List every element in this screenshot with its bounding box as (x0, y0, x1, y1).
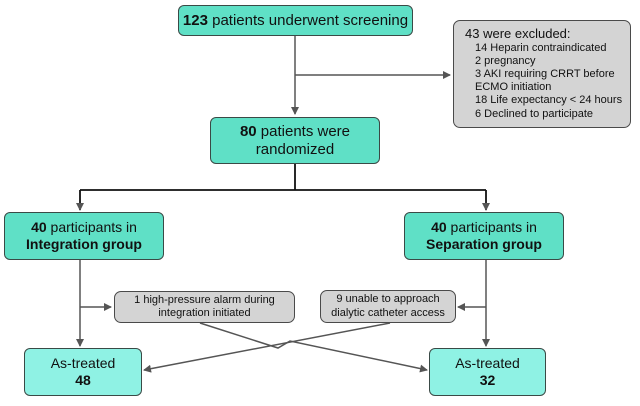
randomized-line2: randomized (255, 140, 335, 158)
excluded-item: 6 Declined to participate (475, 107, 594, 120)
excluded-item: ECMO initiation (475, 81, 552, 94)
note-left-line1: 1 high-pressure alarm during (134, 293, 275, 306)
excluded-item: 18 Life expectancy < 24 hours (475, 94, 623, 107)
arrow-note-right-to-astreated-left (143, 322, 391, 373)
integration-group-label: Integration group (26, 236, 142, 252)
integration-count: 40 (31, 219, 47, 236)
integration-group-box: 40 participants in Integration group (4, 212, 164, 260)
astreated-left-box: As-treated 48 (24, 348, 142, 396)
excluded-item: 2 pregnancy (475, 54, 536, 67)
randomized-box: 80 patients were randomized (210, 117, 380, 164)
excluded-title: 43 were excluded: (465, 26, 571, 41)
astreated-left-value: 48 (75, 372, 91, 388)
note-left-line2: integration initiated (158, 307, 251, 319)
screening-count: 123 (182, 11, 208, 29)
randomized-count: 80 (239, 122, 257, 140)
excluded-item: 3 AKI requiring CRRT before (475, 67, 615, 80)
excluded-item: 14 Heparin contraindicated (475, 41, 607, 54)
separation-group-label: Separation group (426, 236, 542, 252)
integration-line1: participants in (46, 219, 137, 236)
note-right-box: 9 unable to approach dialytic catheter a… (320, 290, 456, 323)
note-left-box: 1 high-pressure alarm during integration… (114, 291, 295, 323)
astreated-right-box: As-treated 32 (429, 348, 546, 396)
screening-text: patients underwent screening (207, 11, 409, 29)
astreated-right-value: 32 (479, 372, 496, 388)
arrow-note-left-to-astreated-right (199, 322, 428, 373)
note-right-line2: dialytic catheter access (331, 306, 445, 319)
separation-line1: participants in (446, 219, 537, 236)
note-right-line1: 9 unable to approach (336, 293, 440, 306)
astreated-right-label: As-treated (455, 355, 520, 372)
astreated-left-label: As-treated (50, 355, 116, 372)
randomized-line1: patients were (256, 122, 351, 140)
separation-group-box: 40 participants in Separation group (404, 212, 564, 260)
excluded-box: 43 were excluded: 14 Heparin contraindic… (453, 20, 631, 128)
separation-count: 40 (431, 219, 447, 236)
screening-box: 123 patients underwent screening (178, 5, 413, 36)
